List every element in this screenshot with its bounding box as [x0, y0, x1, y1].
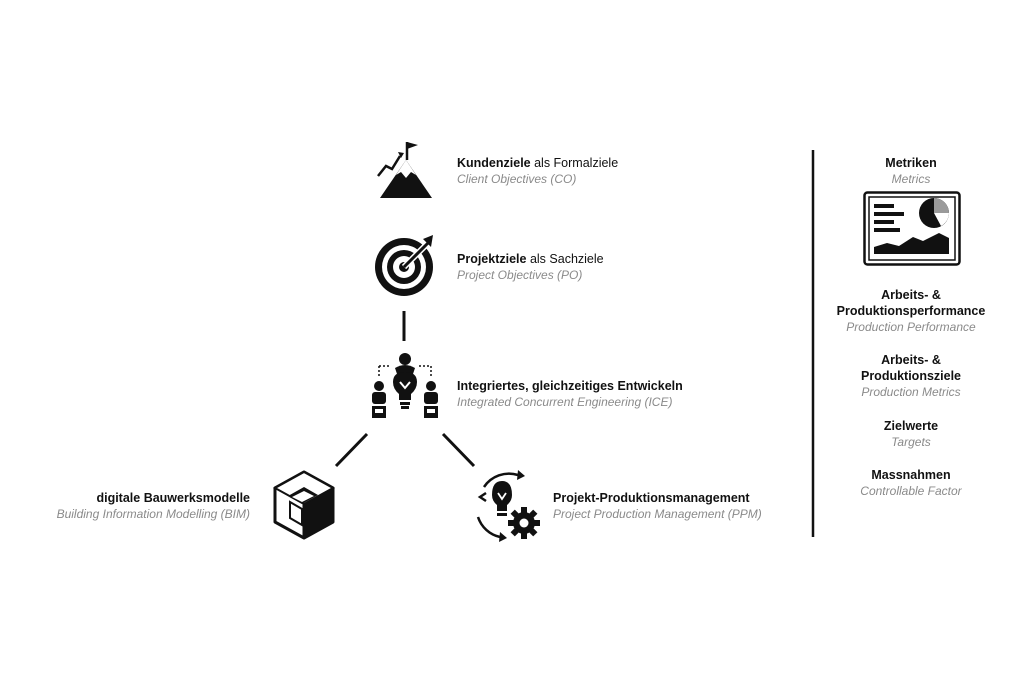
prod-goals-label: Arbeits- & Produktionsziele Production M… [816, 352, 1006, 400]
ppm-subtitle: Project Production Management (PPM) [553, 507, 762, 521]
po-title-rest: als Sachziele [526, 252, 604, 266]
targets-title: Zielwerte [883, 419, 939, 433]
metrics-label: Metriken Metrics [826, 155, 996, 187]
team-idea-icon [369, 352, 441, 424]
performance-title-line1: Arbeits- & [881, 288, 941, 302]
prod-goals-title-line1: Arbeits- & [881, 353, 941, 367]
cube-icon [272, 469, 336, 541]
connector-ice-ppm [441, 432, 476, 468]
prod-goals-title-line2: Produktionsziele [860, 369, 962, 383]
prod-goals-subtitle: Production Metrics [861, 385, 961, 399]
ppm-label: Projekt-Produktionsmanagement Project Pr… [553, 490, 762, 522]
ice-title: Integriertes, gleichzeitiges Entwickeln [457, 379, 683, 393]
metrics-subtitle: Metrics [891, 172, 931, 186]
performance-label: Arbeits- & Produktionsperformance Produc… [816, 287, 1006, 335]
performance-title-line2: Produktionsperformance [836, 304, 986, 318]
dashboard-icon [863, 191, 961, 266]
bim-title: digitale Bauwerksmodelle [96, 491, 250, 505]
po-label: Projektziele als Sachziele Project Objec… [457, 251, 604, 283]
ice-subtitle: Integrated Concurrent Engineering (ICE) [457, 395, 673, 409]
target-arrow-icon [373, 233, 437, 297]
targets-label: Zielwerte Targets [816, 418, 1006, 450]
co-label: Kundenziele als Formalziele Client Objec… [457, 155, 618, 187]
co-title-bold: Kundenziele [457, 156, 531, 170]
bim-subtitle: Building Information Modelling (BIM) [56, 507, 250, 521]
ppm-title: Projekt-Produktionsmanagement [553, 491, 750, 505]
measures-label: Massnahmen Controllable Factor [816, 467, 1006, 499]
targets-subtitle: Targets [891, 435, 931, 449]
connector-ice-bim [334, 432, 369, 468]
co-title-rest: als Formalziele [530, 156, 619, 170]
measures-title: Massnahmen [871, 468, 951, 482]
metrics-title: Metriken [885, 156, 937, 170]
performance-subtitle: Production Performance [846, 320, 976, 334]
bim-label: digitale Bauwerksmodelle Building Inform… [0, 490, 250, 522]
measures-subtitle: Controllable Factor [860, 484, 962, 498]
ice-label: Integriertes, gleichzeitiges Entwickeln … [457, 378, 683, 410]
co-subtitle: Client Objectives (CO) [457, 172, 577, 186]
po-title-bold: Projektziele [457, 252, 527, 266]
bulb-gear-cycle-icon [470, 467, 546, 543]
mountain-flag-icon [376, 138, 434, 200]
po-subtitle: Project Objectives (PO) [457, 268, 583, 282]
